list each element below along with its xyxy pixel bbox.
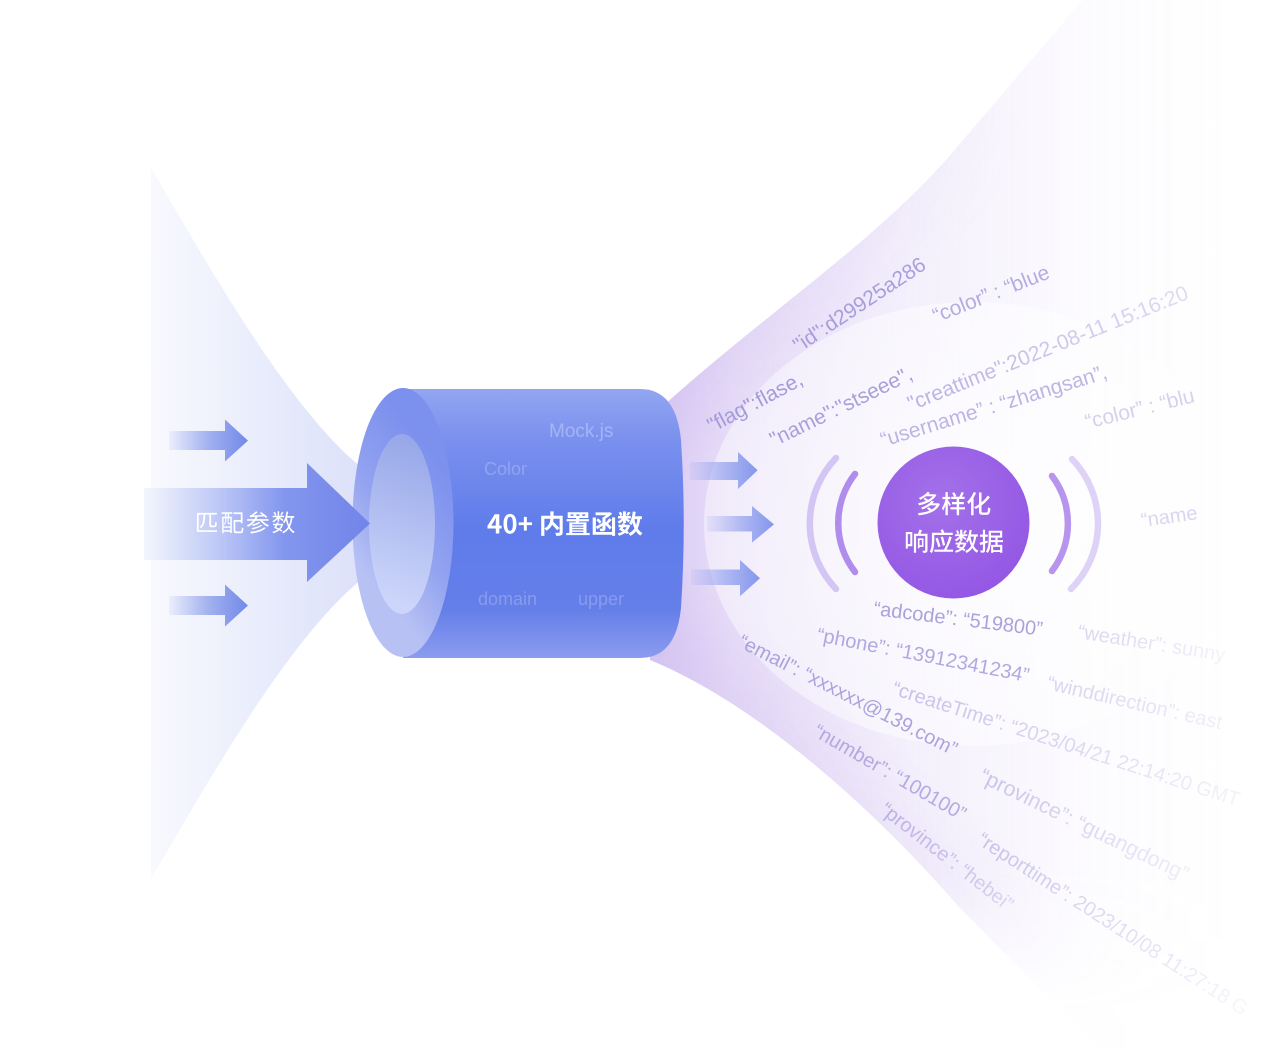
svg-text:Color: Color [484,459,527,479]
svg-text:domain: domain [478,589,537,609]
svg-text:Mock.js: Mock.js [549,421,613,442]
svg-text:upper: upper [578,589,624,609]
